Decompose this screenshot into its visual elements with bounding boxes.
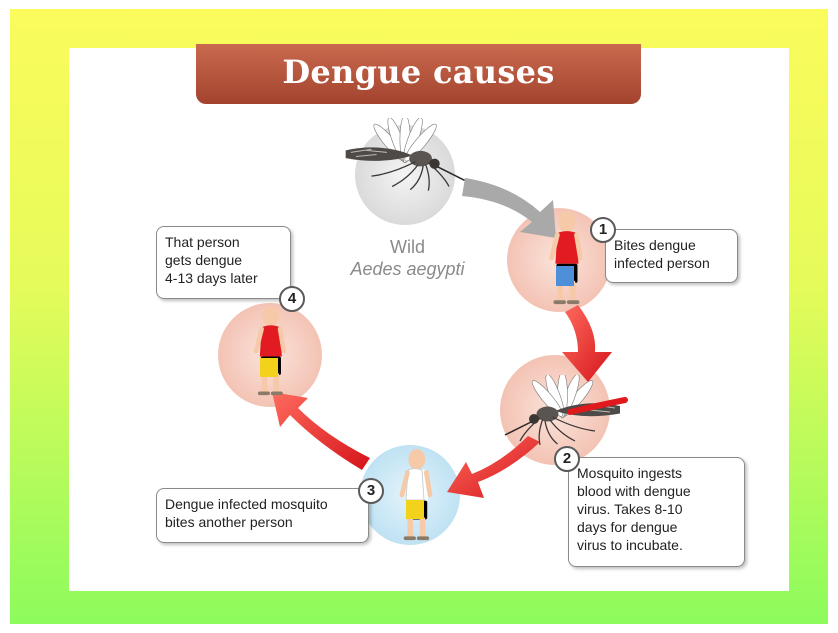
step-2-badge: 2 [554,446,580,472]
step-1-badge: 1 [590,217,616,243]
wild-mosquito-label: Wild Aedes aegypti [330,236,485,280]
step-2-caption: Mosquito ingests blood with dengue virus… [568,457,745,567]
step-4-caption: That person gets dengue 4-13 days later [156,226,291,299]
wild-label: Wild [390,237,425,257]
species-label: Aedes aegypti [330,258,485,280]
step-3-caption: Dengue infected mosquito bites another p… [156,488,369,543]
step-3-badge: 3 [358,478,384,504]
cycle-arrow-icon [272,392,370,470]
step-4-badge: 4 [279,286,305,312]
cycle-arrow-icon [447,436,540,498]
step-1-caption: Bites dengue infected person [605,229,738,283]
cycle-arrow-icon [462,178,556,238]
